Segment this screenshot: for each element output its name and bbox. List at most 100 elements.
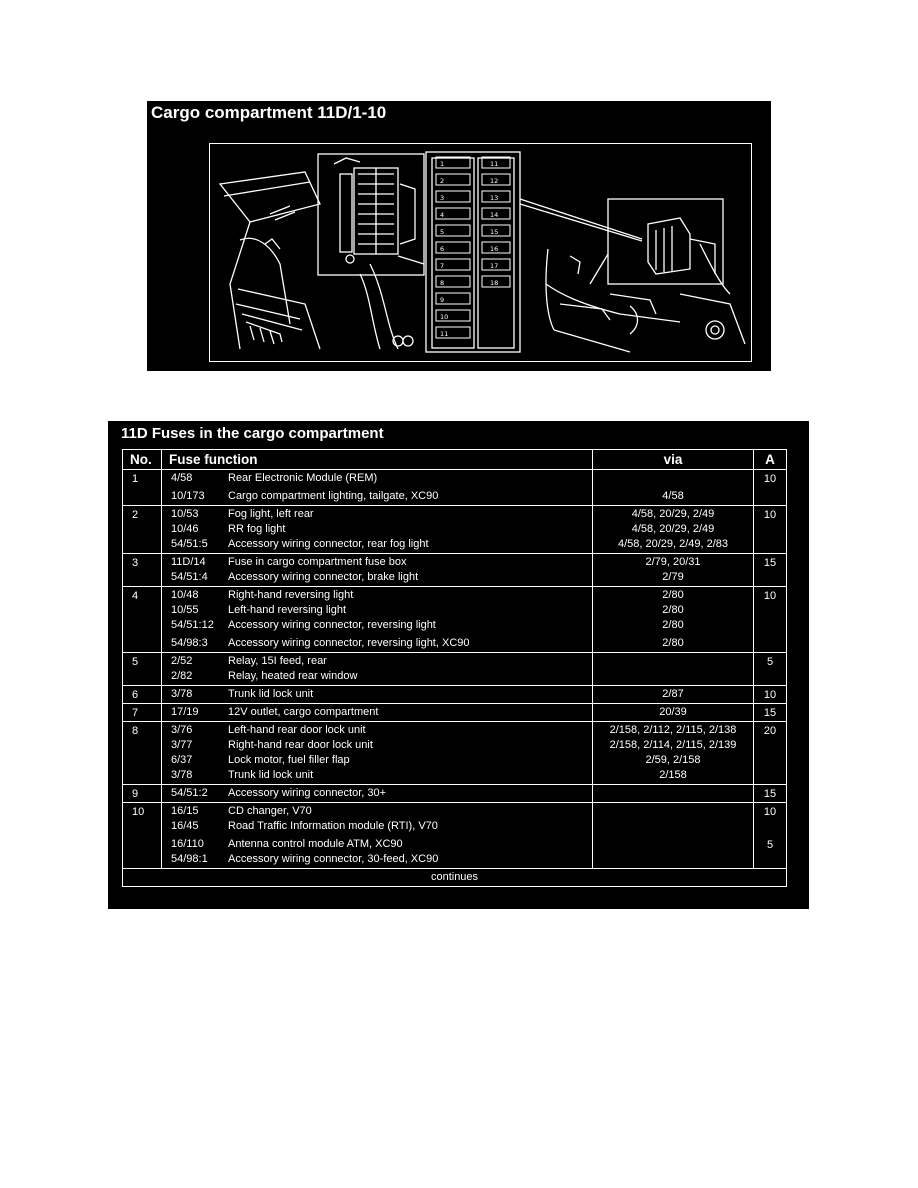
fuse-slot-label: 18 — [490, 279, 498, 287]
component-ref: 16/110 — [171, 838, 204, 850]
component-ref: 10/48 — [171, 589, 199, 601]
fuse-slot — [435, 275, 471, 288]
car-rear-drawing — [545, 243, 746, 353]
fuse-slot-label: 14 — [490, 211, 498, 219]
component-ref: 6/37 — [171, 754, 193, 766]
amps-value: 20 — [763, 725, 777, 737]
fuse-slot-label: 17 — [490, 262, 498, 270]
component-ref: 10/55 — [171, 604, 199, 616]
function-line: 6/37 Lock motor, fuel filler flap — [171, 753, 592, 768]
component-ref: 10/53 — [171, 508, 199, 520]
via-line: 2/87 — [662, 688, 684, 700]
via-line: 4/58, 20/29, 2/49 — [631, 508, 715, 520]
fuse-slot-label: 2 — [440, 177, 444, 185]
fuse-box-detail-inset — [317, 153, 425, 276]
component-description: Road Traffic Information module (RTI), V… — [228, 820, 438, 832]
via-line: 2/158, 2/114, 2/115, 2/139 — [609, 739, 737, 751]
fuse-number: 2 — [122, 505, 162, 554]
fuse-slot — [435, 156, 471, 169]
component-description: Trunk lid lock unit — [228, 769, 314, 781]
fuse-slot-label: 3 — [440, 194, 444, 202]
fuse-amps-cell: 10 — [753, 469, 787, 506]
fuse-number: 10 — [122, 802, 162, 869]
fuse-number: 7 — [122, 703, 162, 722]
fuse-number: 3 — [122, 553, 162, 587]
component-ref: 3/76 — [171, 724, 193, 736]
fuse-table-panel: 11D Fuses in the cargo compartment No. F… — [108, 421, 809, 909]
amps-value: 10 — [763, 590, 777, 602]
fuse-slot-label: 16 — [490, 245, 498, 253]
component-description: Accessory wiring connector, reversing li… — [228, 619, 436, 631]
fuse-number: 1 — [122, 469, 162, 506]
via-line: 2/79 — [662, 571, 684, 583]
fuse-slot — [481, 190, 511, 203]
fuse-row: 10 16/15 CD changer, V70 16/45 Road Traffic … — [122, 802, 787, 869]
component-ref: 54/98:3 — [171, 637, 208, 649]
fuse-amps-cell: 10 — [753, 685, 787, 704]
via-line — [593, 819, 753, 834]
component-description: Antenna control module ATM, XC90 — [228, 838, 403, 850]
via-line — [593, 837, 753, 852]
via-line: 2/59, 2/158 — [645, 754, 701, 766]
amps-value: 15 — [763, 788, 777, 800]
header-no: No. — [122, 449, 162, 470]
component-ref: 16/15 — [171, 805, 199, 817]
fuse-number: 9 — [122, 784, 162, 803]
via-line — [593, 804, 753, 819]
component-ref: 54/51:12 — [171, 619, 214, 631]
tailgate-drawing — [218, 171, 414, 350]
fuse-via-cell — [592, 802, 754, 869]
component-description: CD changer, V70 — [228, 805, 312, 817]
component-description: Relay, heated rear window — [228, 670, 358, 682]
amps-value: 10 — [763, 806, 777, 818]
fuse-slot — [435, 207, 471, 220]
fuse-function-cell: 10/53 Fog light, left rear 10/46 RR fog lig… — [161, 505, 593, 554]
fuse-function-cell: 16/15 CD changer, V70 16/45 Road Traffic In… — [161, 802, 593, 869]
fuse-number: 5 — [122, 652, 162, 686]
component-description: Left-hand reversing light — [228, 604, 347, 616]
fuse-slot — [435, 326, 471, 339]
via-line: 4/58 — [662, 490, 684, 502]
amps-value: 15 — [763, 707, 777, 719]
fuse-slot-label: 10 — [440, 313, 448, 321]
component-ref: 16/45 — [171, 820, 199, 832]
table-header-row: No. Fuse function via A — [122, 449, 787, 470]
fuse-slot-label: 9 — [440, 296, 444, 304]
component-ref: 54/51:5 — [171, 538, 208, 550]
fuse-slot-label: 7 — [440, 262, 444, 270]
amps-value: 10 — [763, 473, 777, 485]
component-description: Fog light, left rear — [228, 508, 314, 520]
amps-value: 15 — [763, 557, 777, 569]
fuse-amps-cell: 15 — [753, 703, 787, 722]
component-description: Lock motor, fuel filler flap — [228, 754, 350, 766]
component-description: Accessory wiring connector, rear fog lig… — [228, 538, 429, 550]
via-line: 20/39 — [659, 706, 687, 718]
via-line — [593, 786, 753, 801]
component-ref: 54/51:2 — [171, 787, 208, 799]
fuse-via-cell — [592, 784, 754, 803]
component-ref: 11D/14 — [171, 556, 206, 568]
component-description: RR fog light — [228, 523, 286, 535]
component-ref: 10/46 — [171, 523, 199, 535]
component-ref: 3/78 — [171, 688, 193, 700]
table-title: 11D Fuses in the cargo compartment — [121, 425, 384, 442]
fuse-slot — [481, 258, 511, 271]
fuse-slot-label: 15 — [490, 228, 498, 236]
